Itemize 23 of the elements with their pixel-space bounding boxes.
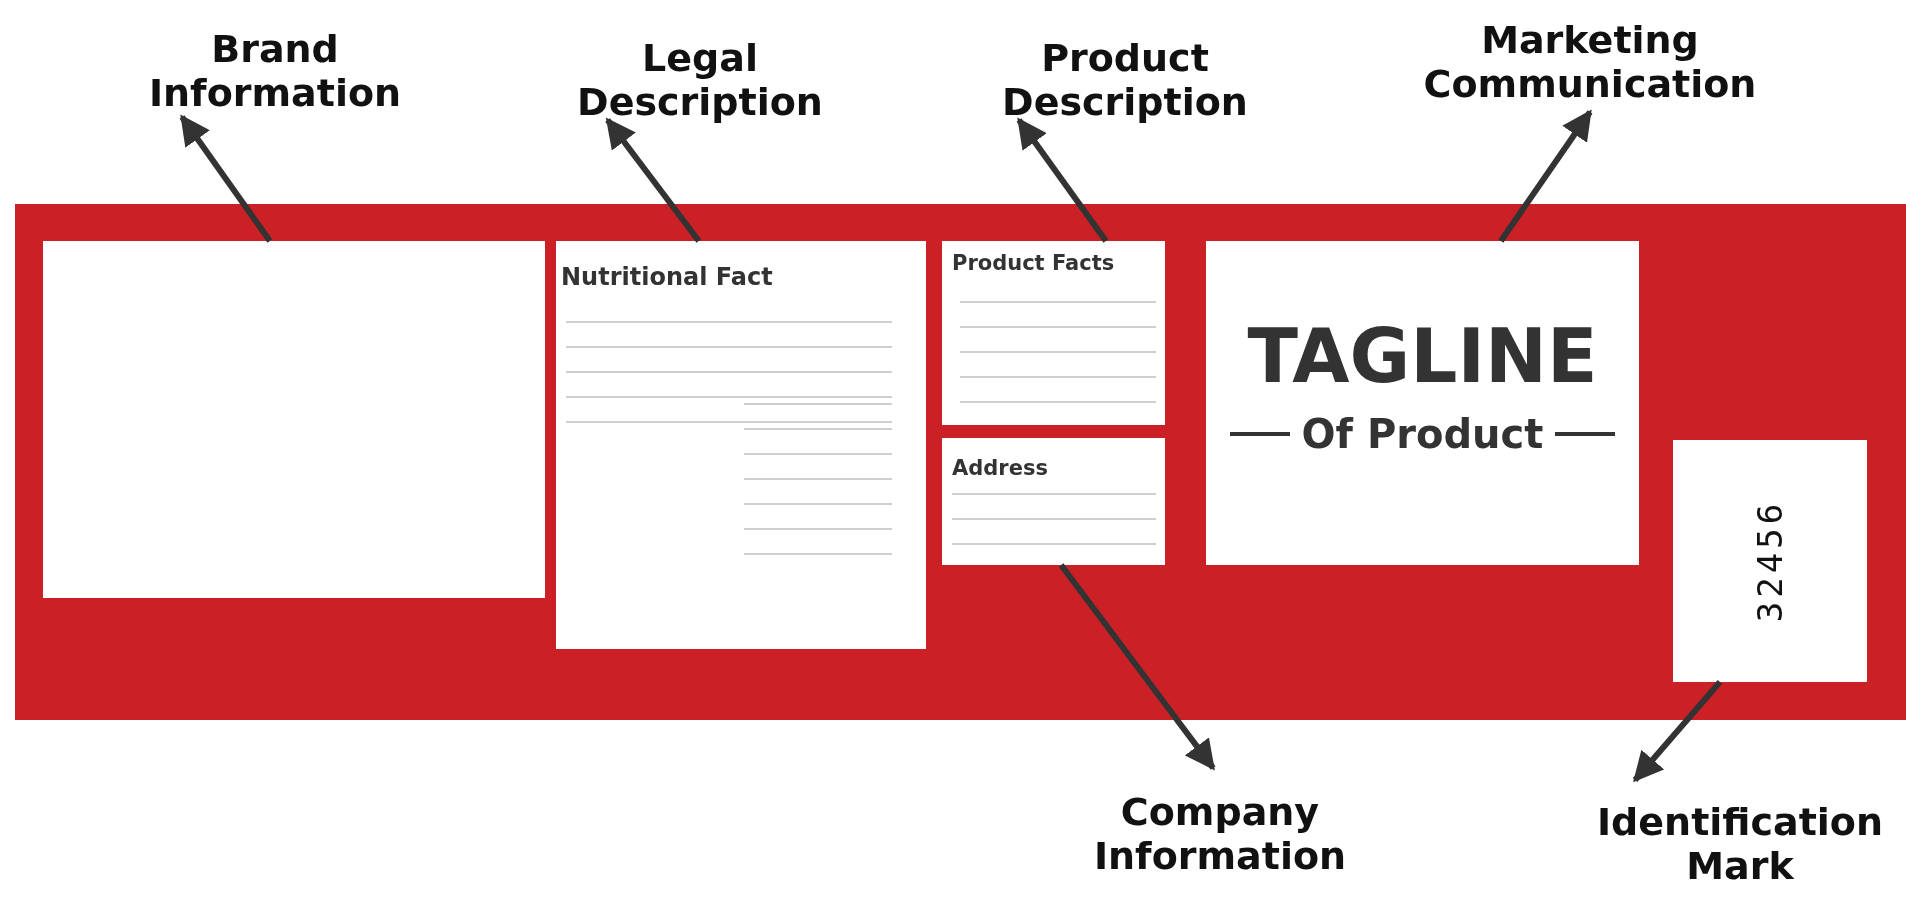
arrow [1632, 680, 1723, 783]
label-panel [942, 241, 1165, 425]
panel-heading: Address [952, 456, 1048, 480]
code-digits: 32456 [1750, 499, 1790, 623]
label-panel [556, 241, 926, 649]
panel-heading: Nutritional Fact [561, 263, 773, 291]
arrow [1498, 109, 1593, 243]
label-band [15, 204, 1906, 720]
tagline-subtext: Of Product [1301, 411, 1544, 457]
arrow [1016, 117, 1109, 243]
label-panel [1206, 241, 1639, 565]
callout-label: Marketing Communication [1400, 12, 1780, 112]
tagline-text: TAGLINE [1246, 312, 1599, 401]
callout-label: Identification Mark [1580, 780, 1900, 908]
label-panel [942, 438, 1165, 565]
arrow [605, 117, 702, 243]
label-panel [1673, 440, 1867, 682]
arrow [179, 114, 273, 243]
callout-label: Company Information [1070, 768, 1370, 900]
blank-panel [43, 241, 545, 598]
panel-heading: Product Facts [952, 251, 1115, 275]
arrow [1058, 563, 1216, 771]
callout-label: Brand Information [150, 25, 400, 117]
